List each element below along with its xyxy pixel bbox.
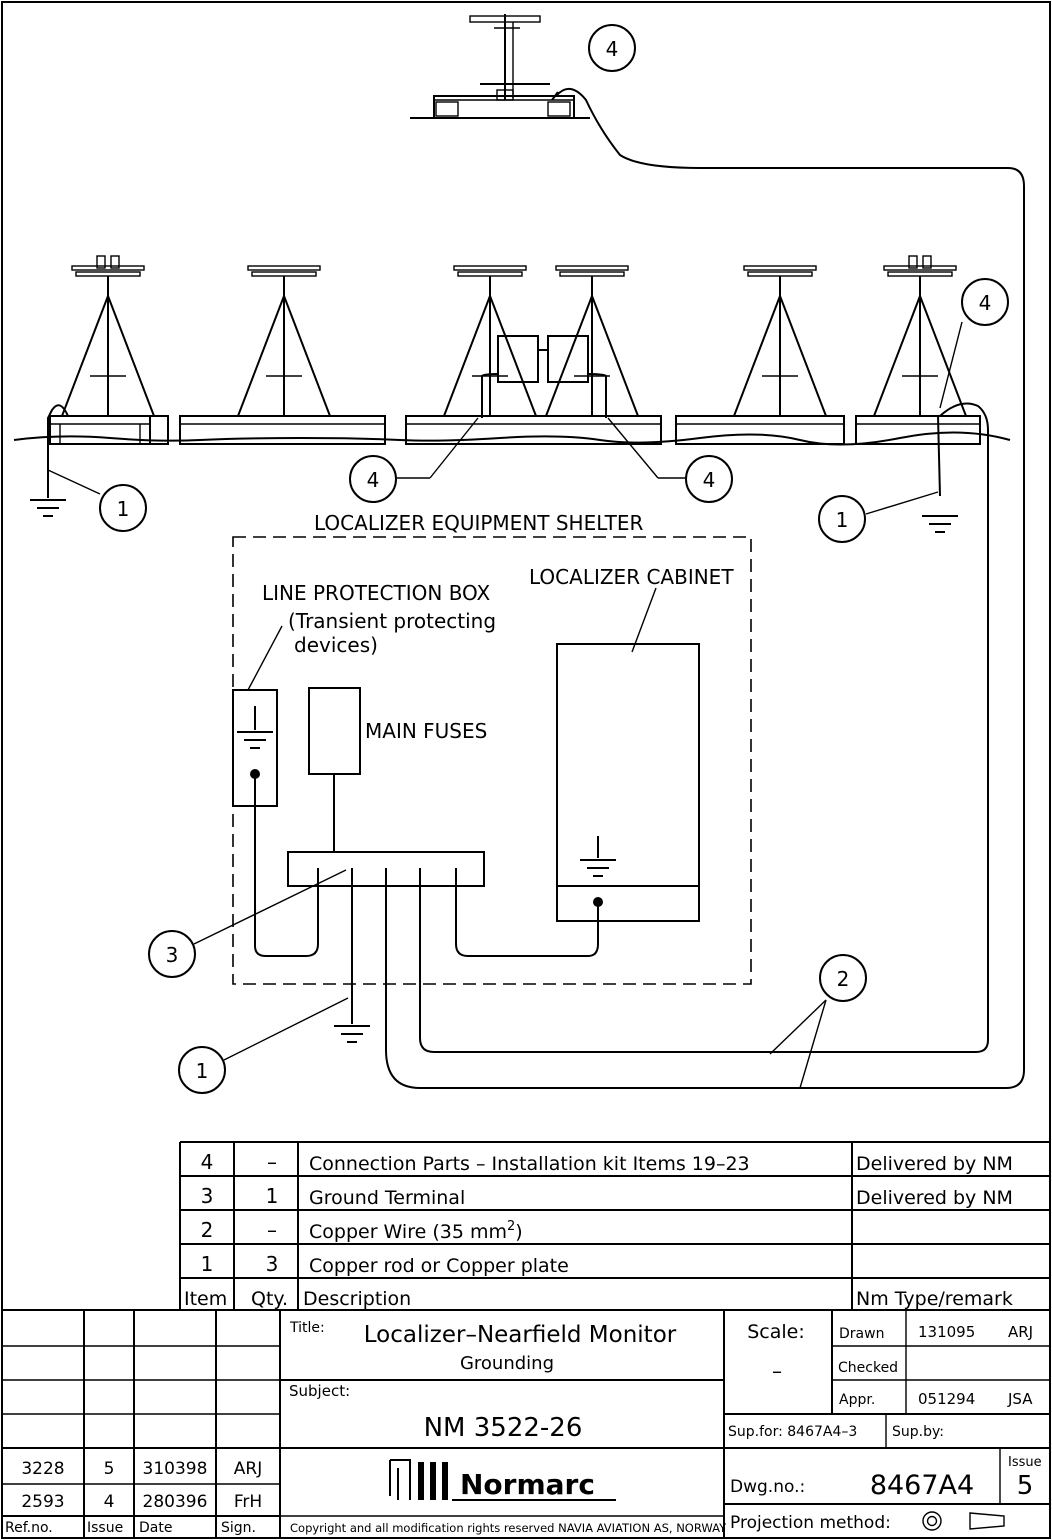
title-block: 3228 5 310398 ARJ 2593 4 280396 FrH Ref.…	[2, 1309, 1050, 1538]
row3-item: 3	[201, 1184, 214, 1208]
sup-by: Sup.by:	[892, 1424, 944, 1440]
drawing-subtitle: Grounding	[460, 1353, 554, 1374]
svg-text:1: 1	[117, 497, 130, 521]
title-label: Title:	[289, 1320, 325, 1336]
header-description: Description	[303, 1288, 411, 1310]
svg-text:3: 3	[166, 943, 179, 967]
rev-header-ref: Ref.no.	[5, 1520, 53, 1536]
callout-2: 2	[769, 954, 867, 1089]
callout-1-left: 1	[47, 469, 147, 532]
header-item: Item	[184, 1288, 227, 1310]
svg-text:4: 4	[367, 468, 380, 492]
drawn-label: Drawn	[839, 1326, 884, 1342]
appr-date: 051294	[918, 1390, 975, 1408]
drawn-date: 131095	[918, 1323, 975, 1341]
subject: NM 3522-26	[424, 1413, 583, 1443]
cabinet-label: LOCALIZER CABINET	[529, 565, 734, 589]
lpb-sub1: (Transient protecting	[288, 609, 496, 633]
svg-text:4: 4	[703, 468, 716, 492]
row1-item: 1	[201, 1252, 214, 1276]
main-fuses-label: MAIN FUSES	[365, 719, 487, 743]
issue-label: Issue	[1008, 1455, 1042, 1470]
callout-1-right: 1	[818, 491, 939, 543]
row1-desc: Copper rod or Copper plate	[309, 1255, 569, 1277]
rev2-ref: 2593	[21, 1492, 64, 1512]
svg-text:2: 2	[837, 967, 850, 991]
nearfield-monitor-units	[481, 335, 607, 418]
callout-4-right: 4	[939, 278, 1009, 409]
svg-text:4: 4	[606, 37, 619, 61]
callout-1-bottom: 1	[178, 997, 349, 1094]
company-name: Normarc	[460, 1468, 595, 1501]
lpb-sub2: devices)	[294, 633, 378, 657]
ground-surface	[13, 431, 1011, 446]
line-protection-box	[232, 625, 319, 957]
rev1-sign: ARJ	[234, 1459, 262, 1479]
copyright: Copyright and all modification rights re…	[290, 1521, 727, 1535]
svg-text:4: 4	[979, 291, 992, 315]
localizer-cabinet	[556, 587, 700, 922]
projection-symbol-icon	[922, 1511, 1005, 1531]
monitor-antenna	[410, 14, 590, 119]
rev-header-sign: Sign.	[221, 1520, 256, 1536]
issue-number: 5	[1017, 1471, 1034, 1501]
row3-remark: Delivered by NM	[856, 1187, 1013, 1209]
row3-desc: Ground Terminal	[309, 1187, 465, 1209]
row3-qty: 1	[266, 1184, 279, 1208]
platforms	[49, 415, 981, 445]
callout-3: 3	[148, 869, 347, 978]
rev1-date: 310398	[143, 1459, 208, 1479]
projection-label: Projection method:	[730, 1513, 891, 1533]
header-qty: Qty.	[251, 1288, 288, 1310]
sup-for: Sup.for: 8467A4–3	[728, 1424, 857, 1440]
appr-label: Appr.	[839, 1392, 875, 1408]
callout-4-middle: 4	[607, 417, 733, 503]
callout-4-top: 4	[588, 24, 636, 72]
drawn-by: ARJ	[1008, 1323, 1033, 1341]
rev1-ref: 3228	[21, 1459, 64, 1479]
row2-qty: –	[267, 1218, 277, 1242]
rev-header-date: Date	[139, 1520, 172, 1536]
rev2-date: 280396	[143, 1492, 208, 1512]
row1-qty: 3	[266, 1252, 279, 1276]
appr-by: JSA	[1007, 1390, 1033, 1408]
normarc-logo	[389, 1459, 616, 1501]
cable-monitor-antenna	[385, 88, 1025, 1089]
antenna-array	[61, 255, 967, 417]
row4-desc: Connection Parts – Installation kit Item…	[309, 1153, 750, 1175]
callout-4-left: 4	[349, 417, 479, 503]
dwg-label: Dwg.no.:	[730, 1477, 805, 1497]
svg-text:1: 1	[836, 508, 849, 532]
lpb-title: LINE PROTECTION BOX	[262, 581, 491, 605]
ground-rod-left	[29, 404, 69, 517]
rev-header-issue: Issue	[87, 1520, 123, 1536]
ground-terminal	[287, 851, 599, 1043]
svg-text:1: 1	[196, 1059, 209, 1083]
header-remark: Nm Type/remark	[856, 1288, 1013, 1310]
shelter-label: LOCALIZER EQUIPMENT SHELTER	[314, 511, 643, 535]
row4-item: 4	[201, 1150, 214, 1174]
row4-remark: Delivered by NM	[856, 1153, 1013, 1175]
rev1-issue: 5	[104, 1459, 115, 1479]
subject-label: Subject:	[289, 1382, 350, 1400]
row2-desc: Copper Wire (35 mm2)	[309, 1219, 523, 1243]
scale-value: –	[772, 1359, 782, 1383]
scale-label: Scale:	[747, 1321, 805, 1343]
row4-qty: –	[267, 1150, 277, 1174]
rev2-issue: 4	[104, 1492, 115, 1512]
main-fuses-box	[308, 687, 361, 775]
rev2-sign: FrH	[234, 1492, 262, 1512]
parts-list: 4 – Connection Parts – Installation kit …	[179, 1141, 1050, 1310]
checked-label: Checked	[838, 1360, 898, 1376]
drawing-title: Localizer–Nearfield Monitor	[364, 1322, 677, 1348]
ground-rod-right	[419, 402, 989, 1053]
dwg-number: 8467A4	[870, 1470, 974, 1501]
row2-item: 2	[201, 1218, 214, 1242]
